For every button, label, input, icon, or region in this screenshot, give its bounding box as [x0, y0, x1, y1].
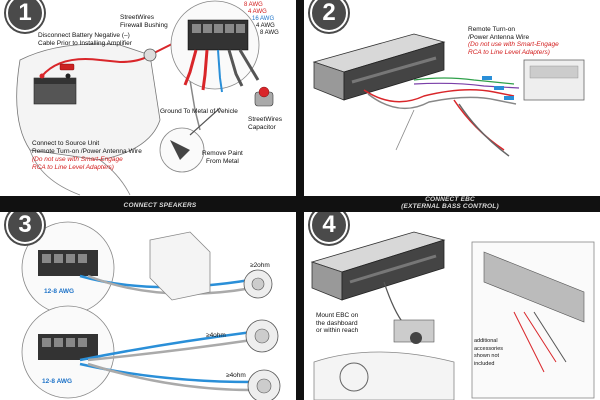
accessory-wires-red: [513, 311, 557, 373]
awg-label-1: 8 AWG: [244, 2, 263, 8]
rca-cable-red: [363, 89, 515, 103]
connect-ebc-header: CONNECT EBC (EXTERNAL BASS CONTROL): [360, 196, 540, 210]
step-number-badge: 2: [310, 0, 348, 32]
dashboard-outline: [313, 351, 455, 400]
signal-wiring-illustration: [312, 33, 585, 157]
connect-ebc-subtitle: (EXTERNAL BASS CONTROL): [401, 203, 499, 210]
ground-cable-4awg: [227, 49, 244, 87]
speaker-wire-purple: [413, 82, 520, 89]
panel-ebc-connection: 4 Mount EBC on the dashboard or within r…: [304, 212, 600, 400]
additional-accessories-label: additional accessories shown not include…: [474, 338, 504, 367]
remote-turn-on-label: Remote Turn-on /Power Antenna Wire: [468, 26, 530, 41]
subwoofer-cone-3: [256, 378, 272, 394]
rca-cable-grey: [367, 93, 517, 110]
speaker-slot: [66, 338, 75, 347]
accessory-wires-grey: [533, 311, 567, 363]
crimp-connector-3: [504, 96, 514, 100]
car-body-outline: [16, 43, 161, 161]
source-unit-label: Connect to Source Unit Remote Turn-on /P…: [32, 140, 142, 155]
speaker-wire-blue-mid: [79, 330, 253, 362]
firewall-bushing-label: StreetWires Firewall Bushing: [120, 14, 168, 29]
step-number-badge: 1: [6, 0, 44, 32]
capacitor-positive-cap: [258, 86, 270, 98]
awg-label-bottom: 12-8 AWG: [42, 378, 73, 385]
ground-label: Ground To Metal of Vehicle: [160, 108, 238, 115]
subwoofer-cone-2: [254, 328, 270, 344]
speaker-slot: [78, 338, 87, 347]
speaker-slot: [42, 338, 51, 347]
amplifier-heatsink-stripe: [351, 56, 437, 84]
battery-disconnect-label: Disconnect Battery Negative (–) Cable Pr…: [38, 32, 132, 47]
remote-cable-16awg: [217, 49, 223, 93]
ebc-wiring-illustration: [310, 231, 595, 400]
step-number-badge: 3: [6, 212, 44, 244]
connect-speakers-header: CONNECT SPEAKERS: [123, 202, 197, 209]
ebc-cable: [383, 281, 405, 325]
terminal-slot-2: [203, 24, 212, 33]
accessory-amp-detail: [483, 251, 585, 323]
connect-ebc-title: CONNECT EBC: [425, 196, 475, 203]
ground-leader-line: [189, 107, 221, 136]
terminal-slot-5: [236, 24, 245, 33]
ground-cable-8awg: [238, 49, 260, 81]
rca-lead-grey: [458, 103, 510, 157]
speaker-wire-green: [413, 77, 515, 85]
inline-fuse-holder: [59, 63, 75, 71]
speaker-wire-grey-mid: [87, 338, 253, 362]
power-cable-4awg: [201, 49, 209, 91]
battery-negative-terminal: [65, 73, 71, 79]
capacitor-label: StreetWires Capacitor: [248, 116, 282, 131]
impedance-label-mid: ≥4ohm: [206, 332, 226, 339]
speaker-slot: [54, 254, 63, 263]
panel-signal-connection: 2 Remote Turn-on /Power Antenna Wire (Do…: [304, 0, 600, 196]
panel-power-connection: 1 StreetWires Firewall Bushing Disconnec…: [0, 0, 296, 196]
speaker-slot: [42, 254, 51, 263]
speaker-slot: [54, 338, 63, 347]
head-unit-faceplate: [529, 65, 579, 79]
steering-wheel: [339, 362, 369, 392]
subwoofer-enclosure: [149, 231, 211, 301]
terminal-slot-3: [214, 24, 223, 33]
leader-line: [395, 109, 415, 151]
speaker-wiring-illustration: [21, 221, 281, 400]
remove-paint-label: Remove Paint From Metal: [202, 150, 243, 165]
ebc-knob: [410, 332, 422, 344]
speaker-slot: [66, 254, 75, 263]
terminal-slot-4: [225, 24, 234, 33]
impedance-label-bottom: ≥4ohm: [226, 372, 246, 379]
power-wiring-illustration: [16, 0, 274, 196]
power-cable-8awg: [183, 49, 198, 86]
awg-label-4: 4 AWG: [256, 23, 275, 29]
firewall-bushing: [143, 48, 157, 62]
speaker-slot: [78, 254, 87, 263]
terminal-slot-1: [192, 24, 201, 33]
awg-label-2: 4 AWG: [248, 9, 267, 15]
speaker-wire-grey-bottom: [87, 362, 253, 392]
source-unit-warning: (Do not use with Smart-Engage RCA to Lin…: [32, 156, 123, 171]
awg-label-top: 12-8 AWG: [44, 288, 75, 295]
ground-terminal: [170, 140, 190, 160]
awg-label-3: 16 AWG: [252, 16, 275, 22]
impedance-label-top: ≥2ohm: [250, 262, 270, 269]
awg-label-5: 8 AWG: [260, 30, 279, 36]
crimp-connector-2: [494, 86, 504, 90]
panel-speaker-connection: 3 12-8 AWG 12-8 AWG ≥2ohm ≥4ohm ≥4ohm: [0, 212, 296, 400]
mount-ebc-label: Mount EBC on the dashboard or within rea…: [316, 312, 359, 334]
battery-top: [34, 78, 76, 84]
step-number-badge: 4: [310, 212, 348, 244]
amplifier-heatsink-stripe: [349, 254, 437, 284]
car-fender-lines: [29, 149, 131, 196]
crimp-connector-1: [482, 76, 492, 80]
remote-turn-on-warning: (Do not use with Smart-Engage RCA to Lin…: [468, 41, 559, 56]
subwoofer-cone: [251, 277, 265, 291]
